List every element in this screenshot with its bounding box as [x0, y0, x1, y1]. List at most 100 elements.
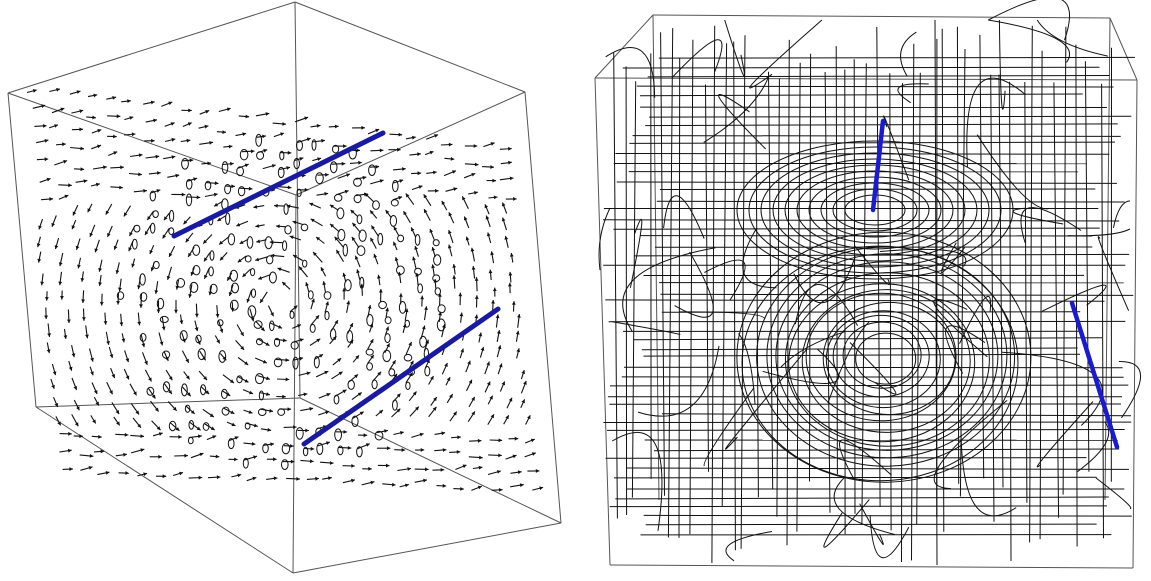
arrow-cluster: [227, 438, 235, 450]
arrow-head: [486, 361, 490, 366]
arrow-cluster: [324, 310, 330, 321]
arrow-head: [44, 315, 48, 319]
arrow-head: [205, 390, 210, 395]
arrow-head: [250, 317, 255, 322]
arrow-head: [486, 232, 491, 237]
arrow-head: [83, 179, 88, 183]
arrow-head: [365, 443, 370, 447]
arrow-head: [214, 181, 219, 186]
arrow-head: [131, 263, 135, 268]
arrow-head: [521, 370, 526, 374]
arrow-head: [168, 101, 173, 106]
arrow-head: [355, 355, 359, 360]
arrow-head: [277, 267, 282, 272]
arrow-cluster: [283, 203, 289, 215]
vertical-field-line: [979, 34, 985, 479]
arrow-head: [265, 112, 270, 116]
arrow-head: [234, 436, 239, 440]
arrow-head: [341, 161, 346, 166]
arrow-head: [199, 452, 204, 457]
arrow-cluster: [293, 157, 301, 170]
vertical-field-line: [786, 39, 790, 546]
arrow-head: [137, 321, 142, 326]
field-line-curve: [976, 134, 1049, 210]
arrow-cluster: [264, 236, 273, 250]
arrow-cluster: [231, 282, 239, 294]
arrow-cluster: [384, 316, 392, 325]
arrow-head: [246, 298, 251, 303]
horizontal-field-line: [616, 181, 1117, 184]
arrow-head: [207, 161, 211, 166]
arrow-head: [273, 457, 277, 462]
arrow-head: [521, 399, 525, 404]
arrow-cluster: [382, 349, 392, 363]
arrow-head: [154, 407, 159, 412]
arrow-head: [486, 381, 491, 386]
field-line-loop: [825, 310, 941, 409]
arrow-head: [414, 246, 418, 250]
arrow-head: [111, 374, 116, 379]
arrow-head: [453, 411, 457, 416]
arrow-head: [474, 162, 479, 167]
arrow-head: [361, 125, 365, 130]
arrow-head: [140, 434, 144, 438]
field-line-curve: [679, 311, 766, 320]
arrow-head: [148, 377, 152, 382]
arrow-head: [262, 134, 266, 139]
arrow-cluster: [372, 200, 380, 210]
arrow-head: [349, 323, 353, 328]
arrow-head: [240, 332, 244, 336]
arrow-head: [435, 188, 439, 193]
vertical-field-line: [613, 52, 618, 519]
arrow-head: [62, 142, 66, 147]
arrow-head: [97, 144, 101, 149]
arrow-head: [492, 178, 496, 183]
arrow-cluster: [414, 234, 421, 246]
arrow-head: [270, 312, 274, 317]
arrow-head: [245, 114, 250, 119]
arrow-head: [370, 210, 374, 215]
arrow-head: [198, 434, 202, 439]
arrow-head: [219, 328, 224, 333]
arrow-head: [120, 165, 124, 170]
field-line-curve: [960, 418, 1017, 517]
arrow-head: [517, 470, 522, 475]
arrow-head: [188, 294, 192, 298]
arrow-head: [105, 471, 110, 475]
arrow-cluster: [181, 383, 188, 397]
box-edge: [1109, 17, 1138, 81]
arrow-head: [418, 185, 423, 189]
arrow-head: [452, 170, 456, 174]
arrow-head: [149, 250, 153, 254]
arrow-head: [75, 245, 80, 250]
arrow-head: [178, 435, 182, 439]
arrow-head: [89, 232, 94, 237]
arrow-head: [516, 348, 521, 353]
arrow-cluster: [390, 199, 399, 207]
horizontal-field-line: [602, 219, 1120, 222]
arrow-head: [228, 144, 233, 149]
field-line-loop: [832, 314, 930, 398]
field-line-curve: [988, 19, 1071, 63]
arrow-cluster: [269, 320, 275, 332]
vertical-field-line: [916, 72, 921, 525]
arrow-head: [270, 442, 274, 447]
field-line-loop: [772, 158, 978, 262]
arrow-head: [36, 243, 41, 248]
arrow-head: [290, 444, 294, 448]
arrow-head: [292, 220, 297, 225]
arrow-cluster: [133, 224, 141, 233]
arrow-cluster: [159, 315, 169, 324]
arrow-cluster: [434, 287, 441, 296]
arrow-head: [194, 313, 199, 318]
arrow-head: [253, 423, 258, 428]
arrow-cluster: [307, 290, 314, 300]
arrow-head: [193, 177, 198, 181]
arrow-cluster: [332, 144, 340, 154]
arrow-head: [346, 300, 351, 305]
arrow-cluster: [257, 408, 267, 417]
arrow-cluster: [208, 266, 214, 277]
arrow-head: [325, 410, 330, 415]
arrow-head: [448, 142, 453, 147]
arrow-head: [501, 202, 506, 207]
